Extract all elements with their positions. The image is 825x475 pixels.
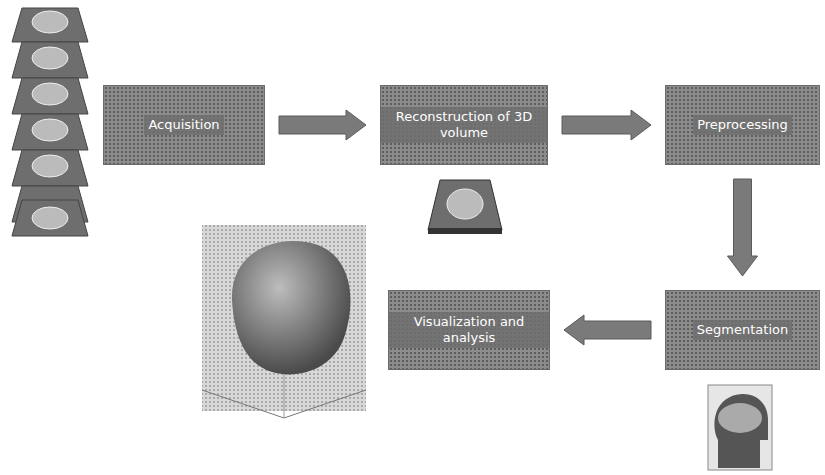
process-box: Preprocessing — [665, 85, 820, 165]
process-box: Segmentation — [665, 290, 820, 370]
box-label: Reconstruction of 3D volume — [381, 107, 547, 143]
slice-icon — [428, 180, 502, 234]
box-label: Segmentation — [693, 320, 792, 340]
volume-rendering — [202, 225, 366, 418]
process-box: Reconstruction of 3D volume — [380, 85, 548, 165]
flow-arrow — [564, 315, 651, 345]
flow-arrow — [728, 179, 758, 276]
box-label: Acquisition — [144, 115, 223, 135]
head-icon — [708, 385, 772, 470]
slice-stack — [12, 8, 88, 236]
flow-arrow — [562, 110, 651, 140]
box-label: Preprocessing — [693, 115, 792, 135]
process-box: Visualization and analysis — [388, 290, 550, 370]
flow-arrow — [279, 110, 366, 140]
process-box: Acquisition — [103, 85, 265, 165]
box-label: Visualization and analysis — [389, 312, 549, 348]
